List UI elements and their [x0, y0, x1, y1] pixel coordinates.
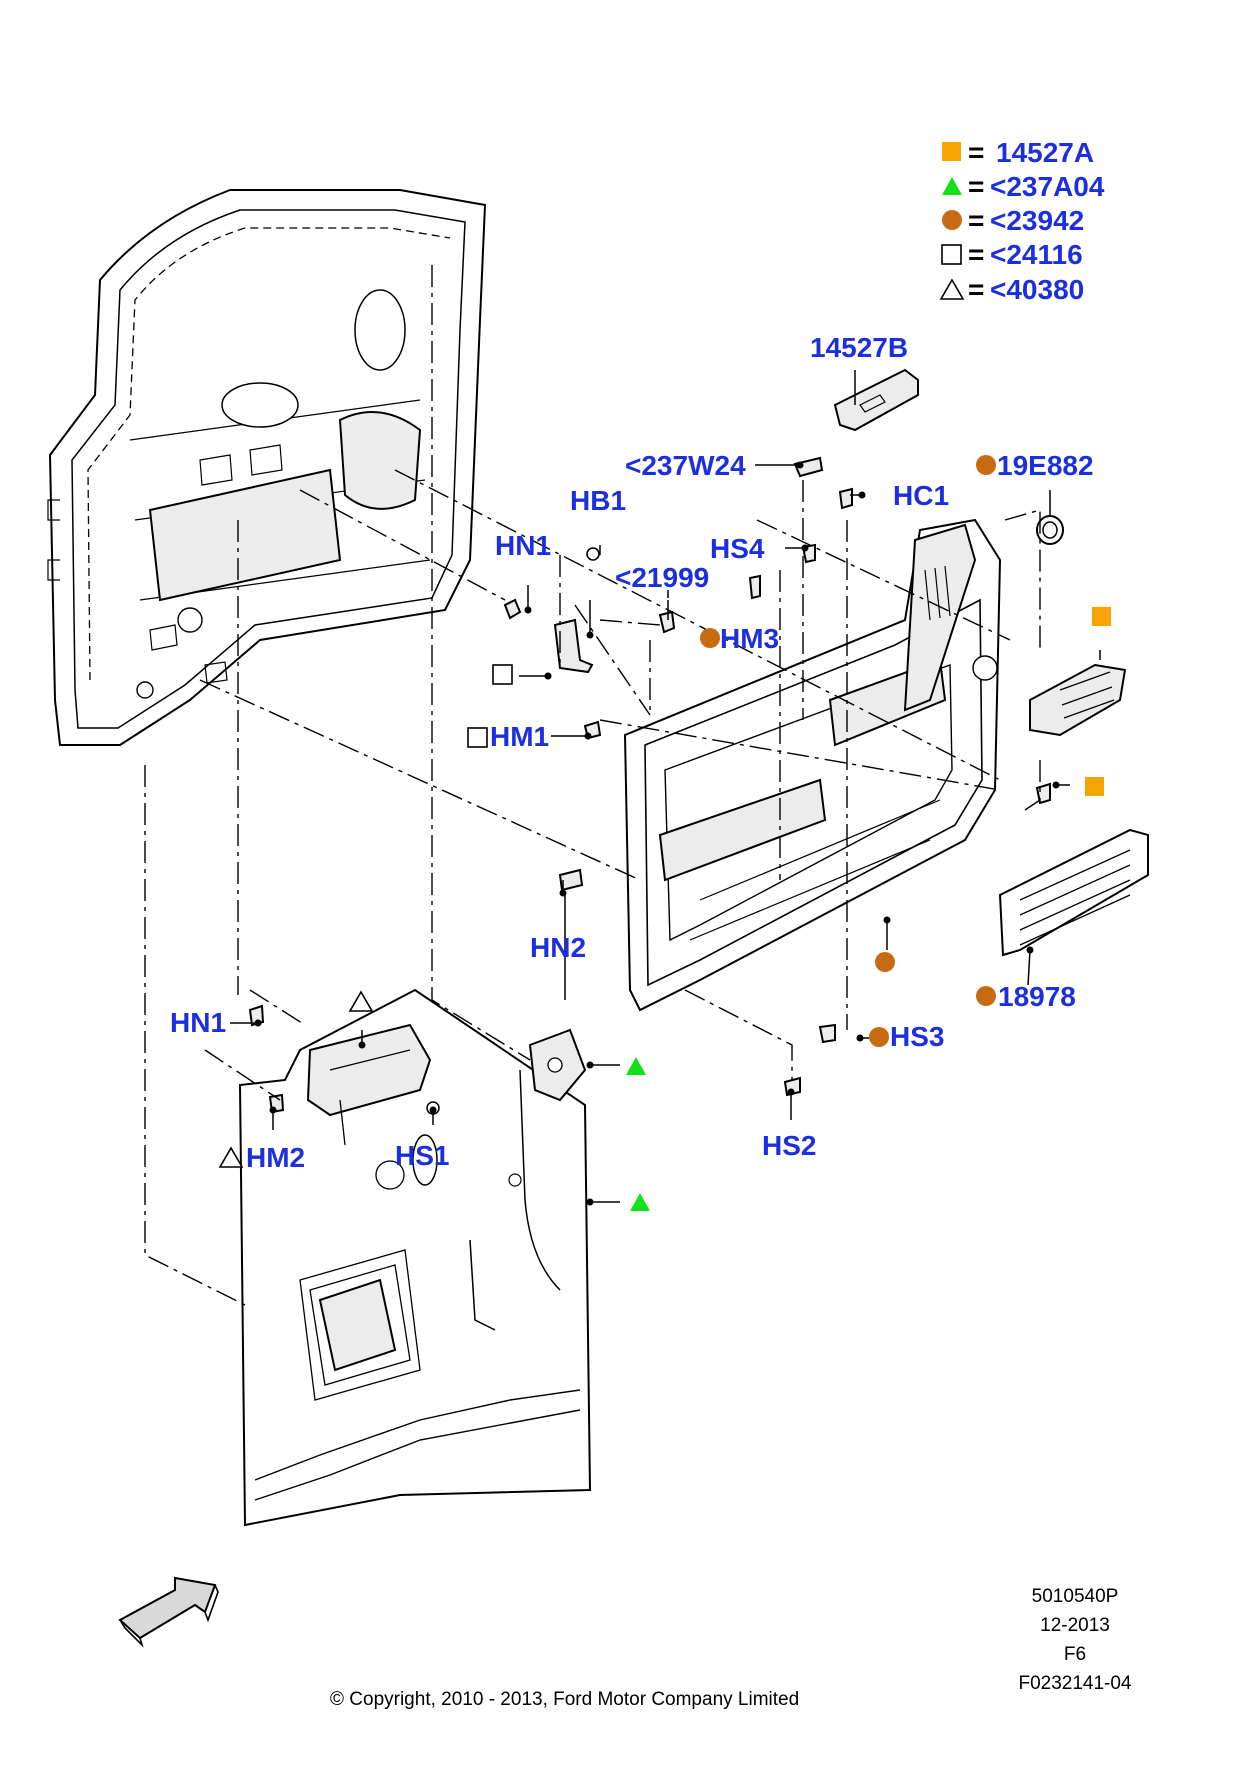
door-frame-drawing: [47, 189, 487, 746]
orange-square-icon: [1085, 777, 1104, 796]
open-square-icon: [467, 727, 488, 748]
open-square-icon: [492, 664, 513, 685]
legend-brown-circle-icon: [942, 210, 962, 230]
callout-18978: 18978: [998, 981, 1076, 1012]
svg-text:=: =: [968, 274, 984, 305]
watershield-drawing: [238, 988, 592, 1527]
legend-code-237A04: <237A04: [990, 171, 1105, 202]
brown-circle-icon: [869, 1027, 889, 1047]
fastener-drawings: [248, 456, 1051, 1115]
door-trim-panel-drawing: [623, 518, 1002, 1012]
switch-bezel-drawing: [833, 368, 919, 432]
callout-19E882: 19E882: [997, 450, 1094, 481]
map-pocket-drawing: [998, 828, 1149, 957]
legend-green-triangle-icon: [942, 177, 962, 195]
copyright-notice: © Copyright, 2010 - 2013, Ford Motor Com…: [330, 1689, 800, 1710]
open-triangle-icon: [348, 990, 374, 1012]
window-switch-drawing: [1029, 663, 1127, 737]
assembly-lines: [144, 265, 1041, 1306]
callout-21999: <21999: [615, 562, 709, 593]
drawing-date: 12-2013: [1040, 1615, 1110, 1636]
legend-open-square-icon: [941, 244, 962, 265]
callout-HN1-lower: HN1: [170, 1007, 226, 1038]
svg-text:=: =: [968, 205, 984, 236]
callout-HM2: HM2: [246, 1142, 305, 1173]
svg-text:=: =: [968, 171, 984, 202]
brown-circle-icon: [875, 952, 895, 972]
open-triangle-icon: [218, 1146, 244, 1168]
leader-lines: [230, 370, 1101, 1206]
drawing-id: F0232141-04: [1018, 1673, 1132, 1694]
legend-code-24116: <24116: [990, 239, 1083, 270]
drawing-section: F6: [1063, 1644, 1087, 1665]
drawing-reference-block: 5010540P 12-2013 F6 F0232141-04: [990, 1582, 1160, 1698]
callout-HC1: HC1: [893, 480, 949, 511]
striker-plate-drawing: [528, 1028, 587, 1102]
callout-HS3: HS3: [890, 1021, 944, 1052]
front-direction-arrow-icon: [118, 1576, 219, 1648]
callout-labels: 14527B <237W24 HC1 19E882 HB1 HN1 HS4 <2…: [170, 332, 1094, 1173]
legend-orange-square-icon: [942, 142, 961, 161]
grommet-drawing: [1036, 515, 1064, 545]
green-triangle-icon: [626, 1057, 646, 1075]
drawing-number: 5010540P: [1031, 1586, 1119, 1607]
callout-HN1-upper: HN1: [495, 530, 551, 561]
callout-HM1: HM1: [490, 721, 549, 752]
brown-circle-icon: [976, 455, 996, 475]
svg-text:=: =: [968, 137, 984, 168]
legend-open-triangle-icon: [939, 278, 965, 300]
green-triangle-icon: [630, 1193, 650, 1211]
legend-code-40380: <40380: [990, 274, 1084, 305]
legend-code-23942: <23942: [990, 205, 1084, 236]
callout-HN2: HN2: [530, 932, 586, 963]
legend-code-14527A: 14527A: [996, 137, 1094, 168]
brown-circle-icon: [700, 628, 720, 648]
brown-circle-icon: [976, 986, 996, 1006]
callout-HS4: HS4: [710, 533, 765, 564]
callout-HB1: HB1: [570, 485, 626, 516]
callout-symbols: [218, 455, 1111, 1211]
callout-HS2: HS2: [762, 1130, 816, 1161]
svg-text:=: =: [968, 239, 984, 270]
callout-HS1: HS1: [395, 1140, 449, 1171]
orange-square-icon: [1092, 607, 1111, 626]
legend: = 14527A = <237A04 = <23942 = <24116 = <…: [939, 137, 1105, 305]
callout-237W24: <237W24: [625, 450, 746, 481]
callout-14527B: 14527B: [810, 332, 908, 363]
callout-HM3: HM3: [720, 623, 779, 654]
latch-bracket-drawing: [306, 1023, 432, 1146]
